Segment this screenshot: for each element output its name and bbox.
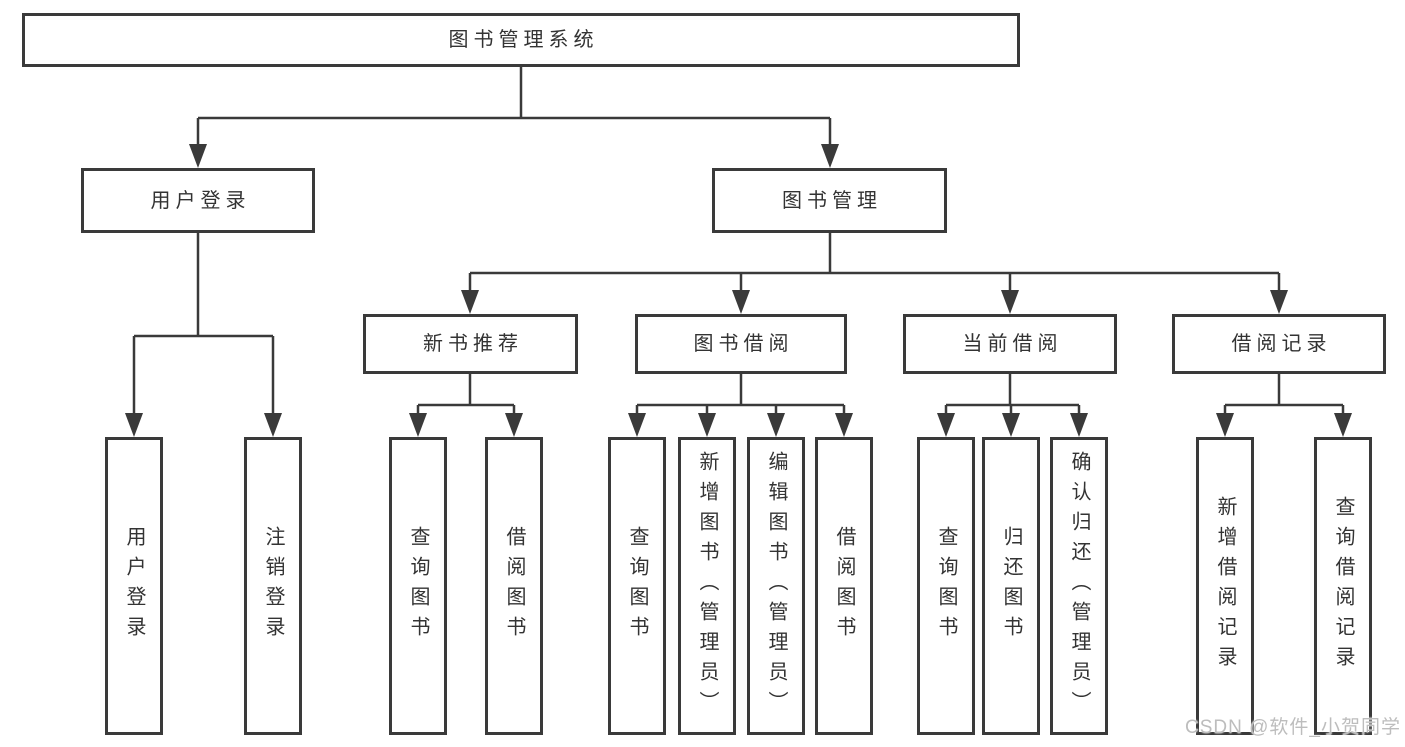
edge-userlogin-to-leaves	[132, 233, 275, 416]
leaf-query-books-recommend: 查询图书	[389, 437, 447, 735]
leaf-query-books-borrowing: 查询图书	[608, 437, 666, 735]
leaf-confirm-return-admin: 确认归还（管理员）	[1050, 437, 1108, 735]
node-label: 图书管理	[782, 189, 882, 212]
node-root-system: 图书管理系统	[22, 13, 1020, 67]
arrowhead	[821, 144, 839, 168]
arrowhead	[1216, 413, 1234, 437]
node-label: 用户登录	[150, 189, 251, 212]
arrowhead	[1002, 413, 1020, 437]
node-label: 新书推荐	[423, 333, 523, 355]
arrowhead	[461, 290, 479, 314]
edge-newbook-to-leaves	[416, 374, 516, 416]
edge-borrow-to-leaves	[635, 374, 846, 416]
arrowhead	[1270, 290, 1288, 314]
csdn-watermark: CSDN @软件_小贺同学	[1185, 717, 1401, 738]
arrowhead	[698, 413, 716, 437]
node-new-book-recommend: 新书推荐	[363, 314, 578, 374]
node-current-borrowing: 当前借阅	[903, 314, 1117, 374]
leaf-return-books: 归还图书	[982, 437, 1040, 735]
edge-current-to-leaves	[944, 374, 1081, 416]
leaf-add-borrow-record: 新增借阅记录	[1196, 437, 1254, 735]
edge-bookmgmt-to-level3	[468, 233, 1281, 292]
leaf-query-books-current: 查询图书	[917, 437, 975, 735]
leaf-add-books-admin: 新增图书（管理员）	[678, 437, 736, 735]
node-borrow-records: 借阅记录	[1172, 314, 1386, 374]
arrowhead	[505, 413, 523, 437]
arrowhead	[732, 290, 750, 314]
leaf-borrow-books: 借阅图书	[815, 437, 873, 735]
leaf-user-login: 用户登录	[105, 437, 163, 735]
node-book-management: 图书管理	[712, 168, 947, 233]
leaf-borrow-books-recommend: 借阅图书	[485, 437, 543, 735]
leaf-query-borrow-record: 查询借阅记录	[1314, 437, 1372, 735]
edge-root-to-level2	[196, 67, 832, 148]
arrowhead	[189, 144, 207, 168]
arrowhead	[628, 413, 646, 437]
node-user-login: 用户登录	[81, 168, 315, 233]
arrowhead	[1334, 413, 1352, 437]
arrowhead	[1001, 290, 1019, 314]
edge-records-to-leaves	[1223, 374, 1345, 416]
leaf-edit-books-admin: 编辑图书（管理员）	[747, 437, 805, 735]
arrowhead	[1070, 413, 1088, 437]
leaf-logout: 注销登录	[244, 437, 302, 735]
node-label: 图书借阅	[693, 333, 794, 355]
arrowhead	[767, 413, 785, 437]
arrowhead	[264, 413, 282, 437]
arrowhead	[409, 413, 427, 437]
node-label: 当前借阅	[962, 333, 1063, 355]
arrowhead	[835, 413, 853, 437]
arrowhead	[937, 413, 955, 437]
node-book-borrowing: 图书借阅	[635, 314, 847, 374]
node-label: 图书管理系统	[448, 29, 599, 51]
node-label: 借阅记录	[1231, 333, 1332, 355]
arrowhead	[125, 413, 143, 437]
